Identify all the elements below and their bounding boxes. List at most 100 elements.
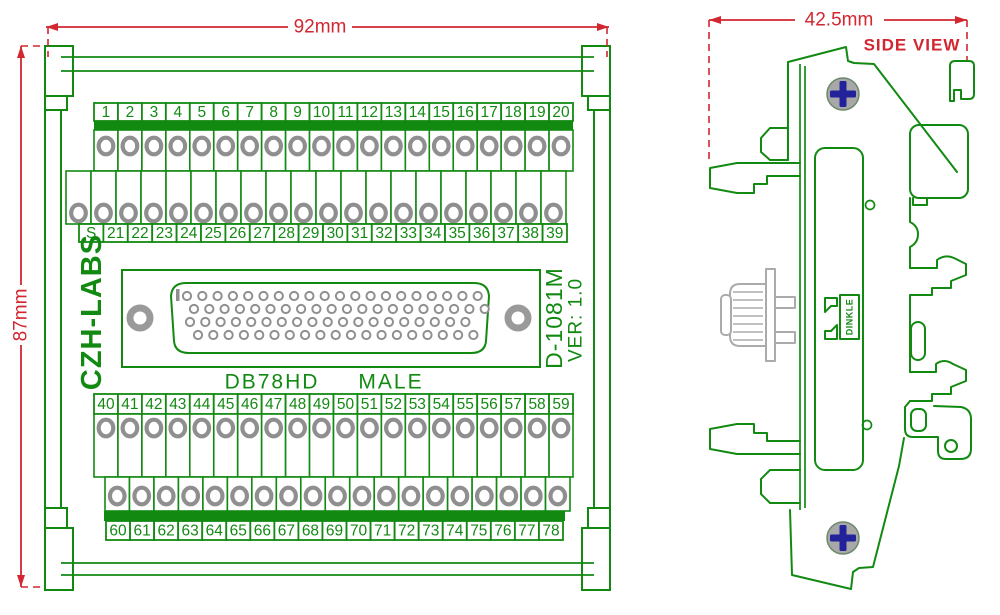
terminal-label: 61 xyxy=(133,523,150,540)
dsub-pin xyxy=(276,316,287,328)
terminal-label: 47 xyxy=(265,396,282,413)
terminal-screw-hole xyxy=(450,485,470,507)
terminal-screw-hole xyxy=(194,202,213,224)
terminal-label: 8 xyxy=(269,104,278,121)
terminal-label: 10 xyxy=(313,104,331,121)
terminal-screw-hole xyxy=(240,135,260,157)
terminal-screw-hole xyxy=(383,135,403,157)
terminal-screw-hole xyxy=(474,485,494,507)
dsub-pin xyxy=(181,290,193,302)
terminal-label: 69 xyxy=(326,523,343,540)
screw-bottom xyxy=(826,521,860,555)
terminal-label: 59 xyxy=(552,396,569,413)
terminal-screw-hole xyxy=(401,485,421,507)
terminal-label: 62 xyxy=(158,523,175,540)
dim-height-label: 87mm xyxy=(11,289,32,342)
terminal-screw-hole xyxy=(240,417,260,439)
dsub-pin xyxy=(227,290,238,302)
terminal-label: 4 xyxy=(174,104,183,121)
dsub-pin xyxy=(204,303,215,315)
dsub-pin xyxy=(429,316,440,328)
dsub-pin xyxy=(449,303,460,315)
dsub-pin xyxy=(200,316,211,328)
dsub-pin xyxy=(383,316,394,328)
dsub-pin xyxy=(258,290,269,302)
dsub-pin xyxy=(368,316,379,328)
dsub-side-profile xyxy=(720,268,796,362)
dsub-pin xyxy=(337,316,349,328)
dinkle-text: DINKLE xyxy=(845,299,855,336)
dsub-pin xyxy=(341,303,353,315)
terminal-screw-hole xyxy=(132,485,152,507)
dsub-pin xyxy=(230,316,241,328)
terminal-bar-bottom xyxy=(104,511,565,521)
dsub-pin xyxy=(442,290,453,302)
terminal-label: 27 xyxy=(253,225,270,242)
dsub-pin xyxy=(353,316,364,328)
screw-top xyxy=(826,77,860,111)
terminal-screw-hole xyxy=(527,417,547,439)
terminal-screw-hole xyxy=(469,202,488,224)
terminal-label: 44 xyxy=(193,396,211,413)
terminal-screw-hole xyxy=(455,417,475,439)
dsub-pin xyxy=(322,316,333,328)
terminal-screw-hole xyxy=(312,135,331,157)
terminal-row-3-cells xyxy=(93,413,574,478)
dinkle-glyph xyxy=(824,297,838,313)
terminal-screw-hole xyxy=(479,135,499,157)
terminal-screw-hole xyxy=(288,135,307,157)
terminal-screw-hole xyxy=(181,485,201,507)
top-hook xyxy=(949,60,975,102)
terminal-screw-hole xyxy=(479,417,499,439)
terminal-label: 52 xyxy=(385,396,402,413)
terminal-label: 46 xyxy=(241,396,258,413)
terminal-screw-hole xyxy=(328,485,347,507)
terminal-label: 25 xyxy=(205,225,222,242)
terminal-screw-hole xyxy=(419,202,438,224)
terminal-screw-hole xyxy=(499,485,519,507)
terminal-label: 57 xyxy=(505,396,522,413)
terminal-label: 7 xyxy=(245,104,254,121)
dsub-pin xyxy=(184,316,196,328)
terminal-label-box xyxy=(541,223,568,243)
clip-foot xyxy=(904,400,972,460)
terminal-screw-hole xyxy=(527,135,547,157)
dsub-pin xyxy=(243,290,254,302)
terminal-label: 32 xyxy=(375,225,392,242)
terminal-row-4-cells xyxy=(104,476,571,512)
terminal-label: 43 xyxy=(169,396,186,413)
terminal-label: 75 xyxy=(470,523,487,540)
dsub-pin xyxy=(411,290,422,302)
center-slot xyxy=(814,147,864,471)
board-rails xyxy=(61,56,594,576)
terminal-screw-hole xyxy=(369,202,388,224)
clip-slot-1 xyxy=(910,321,926,361)
dsub-pin xyxy=(208,329,219,341)
dsub-pin xyxy=(280,303,291,315)
terminal-bar-top xyxy=(94,121,573,130)
terminal-screw-hole xyxy=(107,485,127,507)
dsub-pin xyxy=(284,329,295,341)
terminal-screw-hole xyxy=(168,135,188,157)
terminal-screw-hole xyxy=(294,202,313,224)
terminal-screw-hole xyxy=(94,202,113,224)
dsub-pin xyxy=(254,329,265,341)
terminal-screw-hole xyxy=(548,485,568,507)
dsub-pin xyxy=(304,290,315,302)
dsub-pin xyxy=(345,329,357,341)
terminal-label: 63 xyxy=(182,523,199,540)
left-tab-top xyxy=(760,127,789,161)
terminal-label: 5 xyxy=(197,104,206,121)
mounting-hole-left xyxy=(126,304,154,332)
terminal-screw-hole xyxy=(344,202,363,224)
clip-foot-hole xyxy=(944,439,958,453)
terminal-label: 13 xyxy=(385,104,402,121)
dsub-pin xyxy=(372,303,383,315)
terminal-label: 40 xyxy=(97,396,115,413)
bottom-cap xyxy=(789,437,905,590)
pin1-mark xyxy=(176,289,180,301)
terminal-label: 72 xyxy=(398,523,415,540)
